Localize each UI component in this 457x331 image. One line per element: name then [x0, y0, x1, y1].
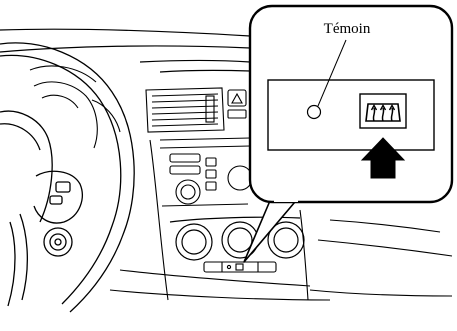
center-air-vent [146, 88, 224, 132]
callout-panel [244, 6, 452, 262]
climate-controls [170, 217, 304, 260]
dashboard-top-edge [0, 29, 250, 72]
instrument-cluster [30, 66, 120, 148]
indicator-label: Témoin [292, 20, 402, 38]
switch-panel [268, 80, 434, 150]
hazard-switch [228, 90, 246, 118]
indicator-light-icon [308, 106, 321, 119]
rear-window-defroster-icon [360, 94, 406, 128]
lower-switch-bar [204, 262, 276, 272]
audio-unit [160, 138, 252, 206]
steering-wheel [0, 43, 134, 312]
